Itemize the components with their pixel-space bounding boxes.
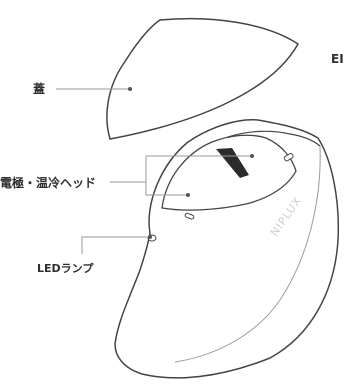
electrode-leader-dot-bottom bbox=[186, 193, 190, 197]
electrode-head-label: 電極・温冷ヘッド bbox=[0, 176, 97, 190]
electrode-head-shape bbox=[161, 134, 297, 211]
electrode-leader-dot-top bbox=[250, 154, 254, 158]
led-leader-line bbox=[81, 236, 150, 254]
led-lamp-label: LEDランプ bbox=[37, 262, 94, 275]
clipped-right-label: EI bbox=[331, 52, 344, 66]
side-slot bbox=[184, 212, 195, 220]
electrode-leader-line bbox=[110, 155, 252, 196]
led-leader-dot bbox=[148, 235, 152, 239]
lid-label: 蓋 bbox=[33, 82, 46, 96]
lid-shape bbox=[106, 17, 299, 140]
lid-leader-dot bbox=[128, 87, 132, 91]
rim-indicator bbox=[283, 153, 294, 162]
body-contour-line bbox=[174, 145, 321, 363]
